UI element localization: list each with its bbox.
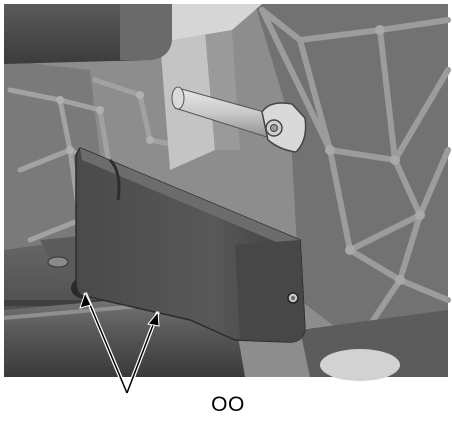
mesh-panel [255, 4, 451, 377]
callout-arrowheads [79, 291, 160, 327]
callout-label: OO [211, 393, 245, 416]
seat-cushion [4, 4, 262, 64]
callout-leader-lines-core [84, 292, 159, 394]
side-guard-bracket [75, 147, 306, 343]
support-rod [171, 86, 307, 153]
